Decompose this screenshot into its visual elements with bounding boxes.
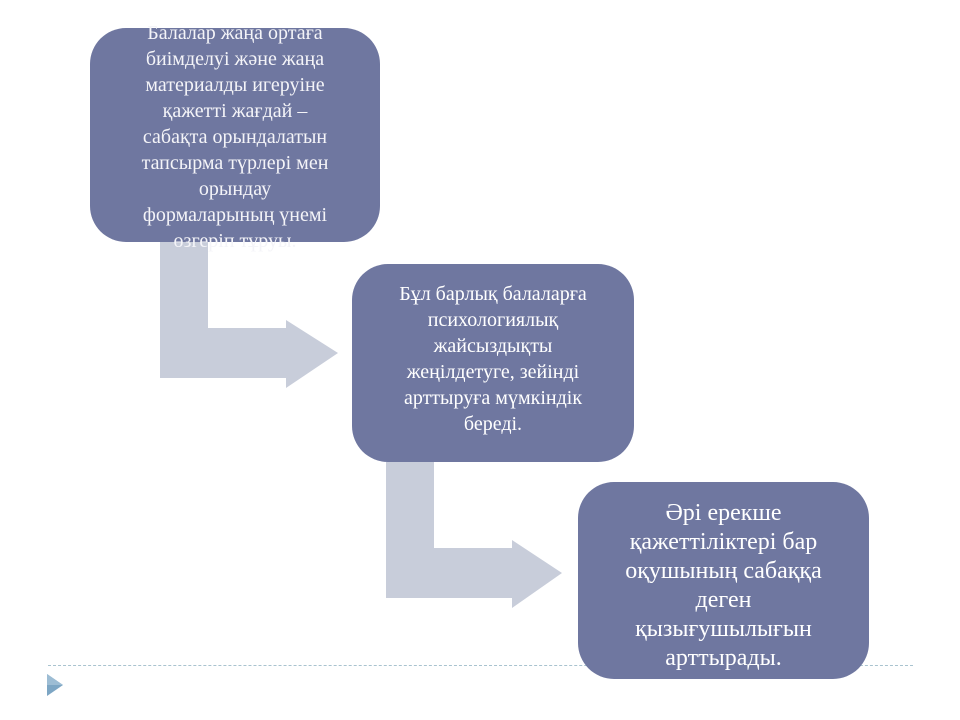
step-box-2-text: Бұл барлық балаларға психологиялық жайсы… xyxy=(399,281,587,437)
step-box-1-line: қажетті жағдай – xyxy=(162,100,308,122)
step-box-3-line: арттырады. xyxy=(665,644,782,671)
step-box-3-line: оқушының сабаққа xyxy=(625,557,822,584)
step-box-2-line: жайсыздықты xyxy=(433,335,553,357)
step-box-1-line: материалды игеруіне xyxy=(145,74,325,96)
step-box-2: Бұл барлық балаларға психологиялық жайсы… xyxy=(352,264,634,462)
step-box-1: Балалар жаңа ортаға биімделуі және жаңа … xyxy=(90,22,380,252)
step-box-1-line: формаларының үнемі xyxy=(142,204,328,226)
connector-arrow-2 xyxy=(386,462,562,608)
step-box-1-line: Балалар жаңа ортаға xyxy=(147,22,323,44)
step-box-2-line: береді. xyxy=(463,413,523,435)
step-box-1-line: сабақта орындалатын xyxy=(142,126,328,148)
step-box-2-line: жеңілдетуге, зейінді xyxy=(406,361,580,383)
connector-arrow-1 xyxy=(160,242,338,388)
step-box-3-line: деген xyxy=(695,586,752,613)
step-box-3-line: Әрі ерекше xyxy=(665,499,782,526)
step-box-2-line: Бұл барлық балаларға xyxy=(399,283,587,305)
step-box-3-text: Әрі ерекше қажеттіліктері бар оқушының с… xyxy=(625,499,822,673)
step-box-3: Әрі ерекше қажеттіліктері бар оқушының с… xyxy=(578,482,869,679)
slide-marker-triangle-icon xyxy=(47,674,63,696)
step-box-1-line: орындау xyxy=(198,178,272,200)
step-box-3-line: қызығушылығын xyxy=(635,615,812,642)
step-box-1-text: Балалар жаңа ортаға биімделуі және жаңа … xyxy=(142,20,329,254)
step-box-3-line: қажеттіліктері бар xyxy=(629,528,818,555)
step-box-2-line: психологиялық xyxy=(427,309,559,331)
step-box-2-line: арттыруға мүмкіндік xyxy=(403,387,583,409)
step-box-1-line: өзгеріп тұруы. xyxy=(173,230,297,252)
footer-divider xyxy=(48,665,913,666)
step-box-1-line: тапсырма түрлері мен xyxy=(141,152,329,174)
step-box-1-line: биімделуі және жаңа xyxy=(145,48,325,70)
